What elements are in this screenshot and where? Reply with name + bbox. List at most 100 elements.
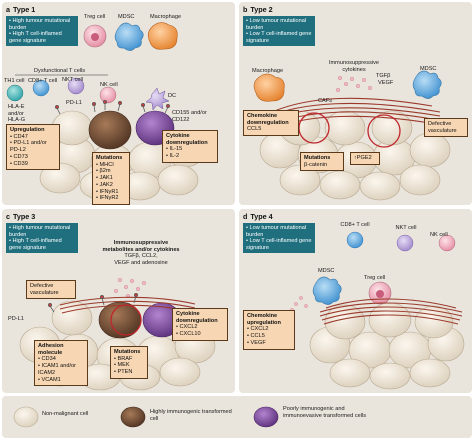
nkt-cell-a xyxy=(67,77,85,95)
panel-b-summary: Low tumour mutational burden Low T cell-… xyxy=(243,16,315,47)
adhesion-item: ICAM1 and/or ICAM2 xyxy=(38,363,84,376)
nkt-label-d: NKT cell xyxy=(395,225,417,231)
macrophage-label-b: Macrophage xyxy=(252,68,284,74)
cd155-label: CD155 and/or CD122 xyxy=(172,110,207,123)
mutations-heading-b: Mutations xyxy=(304,155,331,161)
summary-item: Low tumour mutational burden xyxy=(246,225,312,238)
pge2-box: ↑PGE2 xyxy=(350,152,380,165)
defective-label-c: Defective vasculature xyxy=(30,283,59,296)
legend-nonmalignant-swatch xyxy=(13,406,39,428)
cytokine-item: IL-15 xyxy=(166,146,214,153)
macrophage-cell-b xyxy=(253,73,285,102)
defective-box-c: Defective vasculature xyxy=(26,280,76,300)
nk-label-a: NK cell xyxy=(100,82,118,88)
upregulation-item: CD47 xyxy=(10,134,56,141)
mutation-item-c: MEK xyxy=(114,362,144,369)
nkt-label-a: NKT cell xyxy=(62,77,84,83)
summary-item: High T cell-inflamed gene signature xyxy=(9,31,75,44)
legend-poorly-swatch xyxy=(253,406,279,428)
upregulation-item: PD-L1 and/or PD-L2 xyxy=(10,140,56,153)
chemokine-box-d: Chemokine upregulation CXCL2 CCL5 VEGF xyxy=(243,310,295,350)
mdsc-cell-d xyxy=(312,276,342,305)
defective-label-b: Defective vasculature xyxy=(428,121,457,134)
adhesion-box: Adhesion molecule CD34 ICAM1 and/or ICAM… xyxy=(34,340,88,387)
treg-label: Treg cell xyxy=(84,14,106,20)
chemokine-heading-d: Chemokine upregulation xyxy=(247,313,281,326)
summary-item: Low tumour mutational burden xyxy=(246,18,312,31)
tumour-cell xyxy=(51,300,93,336)
tumour-cell xyxy=(324,304,366,340)
cytokine-box-a: Cytokine downregulation IL-15 IL-2 xyxy=(162,130,218,163)
tumour-cell xyxy=(329,358,371,388)
chemokine-box-b: Chemokine downregulation CCL5 xyxy=(243,110,299,137)
tumour-cell xyxy=(409,132,451,168)
cytokine-item-c: CXCL2 xyxy=(176,324,224,331)
adhesion-item: VCAM1 xyxy=(38,377,84,384)
mutations-box-a: Mutations MHCI β2m JAK1 JAK2 IFNγR1 IFNγ… xyxy=(92,152,130,205)
chemokine-item-d: CCL5 xyxy=(247,333,291,340)
chemokine-dots-d xyxy=(290,296,308,312)
pdl1-label-a: PD-L1 xyxy=(66,100,82,106)
receptors-a xyxy=(55,100,170,115)
legend-nonmalignant-label: Non-malignant cell xyxy=(42,411,89,417)
panel-d-tumour xyxy=(309,302,465,390)
mdsc-label-b: MDSC xyxy=(420,66,437,72)
cd8-cell-a xyxy=(32,79,50,97)
cd8-label-a: CD8+ T cell xyxy=(28,78,58,84)
legend-poorly-label: Poorly immunogenic and immunoevasive tra… xyxy=(283,406,367,419)
th1-label: TH1 cell xyxy=(4,78,25,84)
mutations-heading: Mutations xyxy=(96,155,123,161)
tumour-cell xyxy=(399,164,441,196)
immuno-line: VEGF and adenosine xyxy=(114,259,168,266)
nkt-cell-d xyxy=(396,234,414,252)
mutation-item: JAK2 xyxy=(96,182,126,189)
immuno-line: metabolites and/or cytokines xyxy=(102,246,180,253)
tumour-cell xyxy=(369,362,411,390)
panel-b-cells xyxy=(253,70,442,102)
cytokine-item-c: CXCL10 xyxy=(176,331,224,338)
mdsc-label-d: MDSC xyxy=(318,268,335,274)
upregulation-heading: Upregulation xyxy=(10,127,45,133)
summary-item: High tumour mutational burden xyxy=(9,18,75,31)
vegf-label-b: VEGF xyxy=(378,80,394,86)
receptors-c xyxy=(48,292,138,313)
cytokine-box-c: Cytokine downregulation CXCL2 CXCL10 xyxy=(172,308,228,341)
immuno-label-c: Immunosuppressive metabolites and/or cyt… xyxy=(96,240,186,266)
defective-box-b: Defective vasculature xyxy=(424,118,468,138)
panel-d-summary: Low tumour mutational burden Low T cell-… xyxy=(243,223,315,254)
panel-a-summary: High tumour mutational burden High T cel… xyxy=(6,16,78,47)
nk-label-d: NK cell xyxy=(430,232,448,238)
cd8-label-d: CD8+ T cell xyxy=(340,222,370,228)
tumour-cell xyxy=(359,171,401,201)
legend-highly-label: Highly immunogenic transformed cell xyxy=(150,409,232,422)
treg-nucleus-a xyxy=(91,33,99,41)
chemokine-item: CCL5 xyxy=(247,126,262,133)
adhesion-heading: Adhesion molecule xyxy=(38,343,64,356)
vessel-b-2 xyxy=(367,114,401,148)
mutation-item-b: β-catenin xyxy=(304,161,328,168)
mdsc-cell-b xyxy=(412,70,442,99)
mutation-item: MHCI xyxy=(96,162,126,169)
mutation-item: IFNγR1 xyxy=(96,189,126,196)
upregulation-item: CD39 xyxy=(10,161,56,168)
mdsc-label: MDSC xyxy=(118,14,135,20)
tumour-cell xyxy=(409,358,451,388)
legend-bg xyxy=(2,396,472,438)
cytokine-heading-c: Cytokine downregulation xyxy=(176,311,218,324)
chemokine-item-d: VEGF xyxy=(247,340,291,347)
mutation-item-c: BRAF xyxy=(114,356,144,363)
cytokine-heading: Cytokine downregulation xyxy=(166,133,208,146)
th1-cell-a xyxy=(6,84,24,102)
summary-item: Low T cell-inflamed gene signature xyxy=(246,31,312,44)
upregulation-item: CD73 xyxy=(10,154,56,161)
tumour-cell xyxy=(319,170,361,200)
adhesion-item: CD34 xyxy=(38,356,84,363)
summary-item: High T cell-inflamed gene signature xyxy=(9,238,75,251)
panel-d-immune-cells xyxy=(312,231,456,305)
summary-item: Low T cell-inflamed gene signature xyxy=(246,238,312,251)
immuno-line: TGFβ, CCL2, xyxy=(124,253,158,260)
legend-graphics xyxy=(13,406,279,428)
